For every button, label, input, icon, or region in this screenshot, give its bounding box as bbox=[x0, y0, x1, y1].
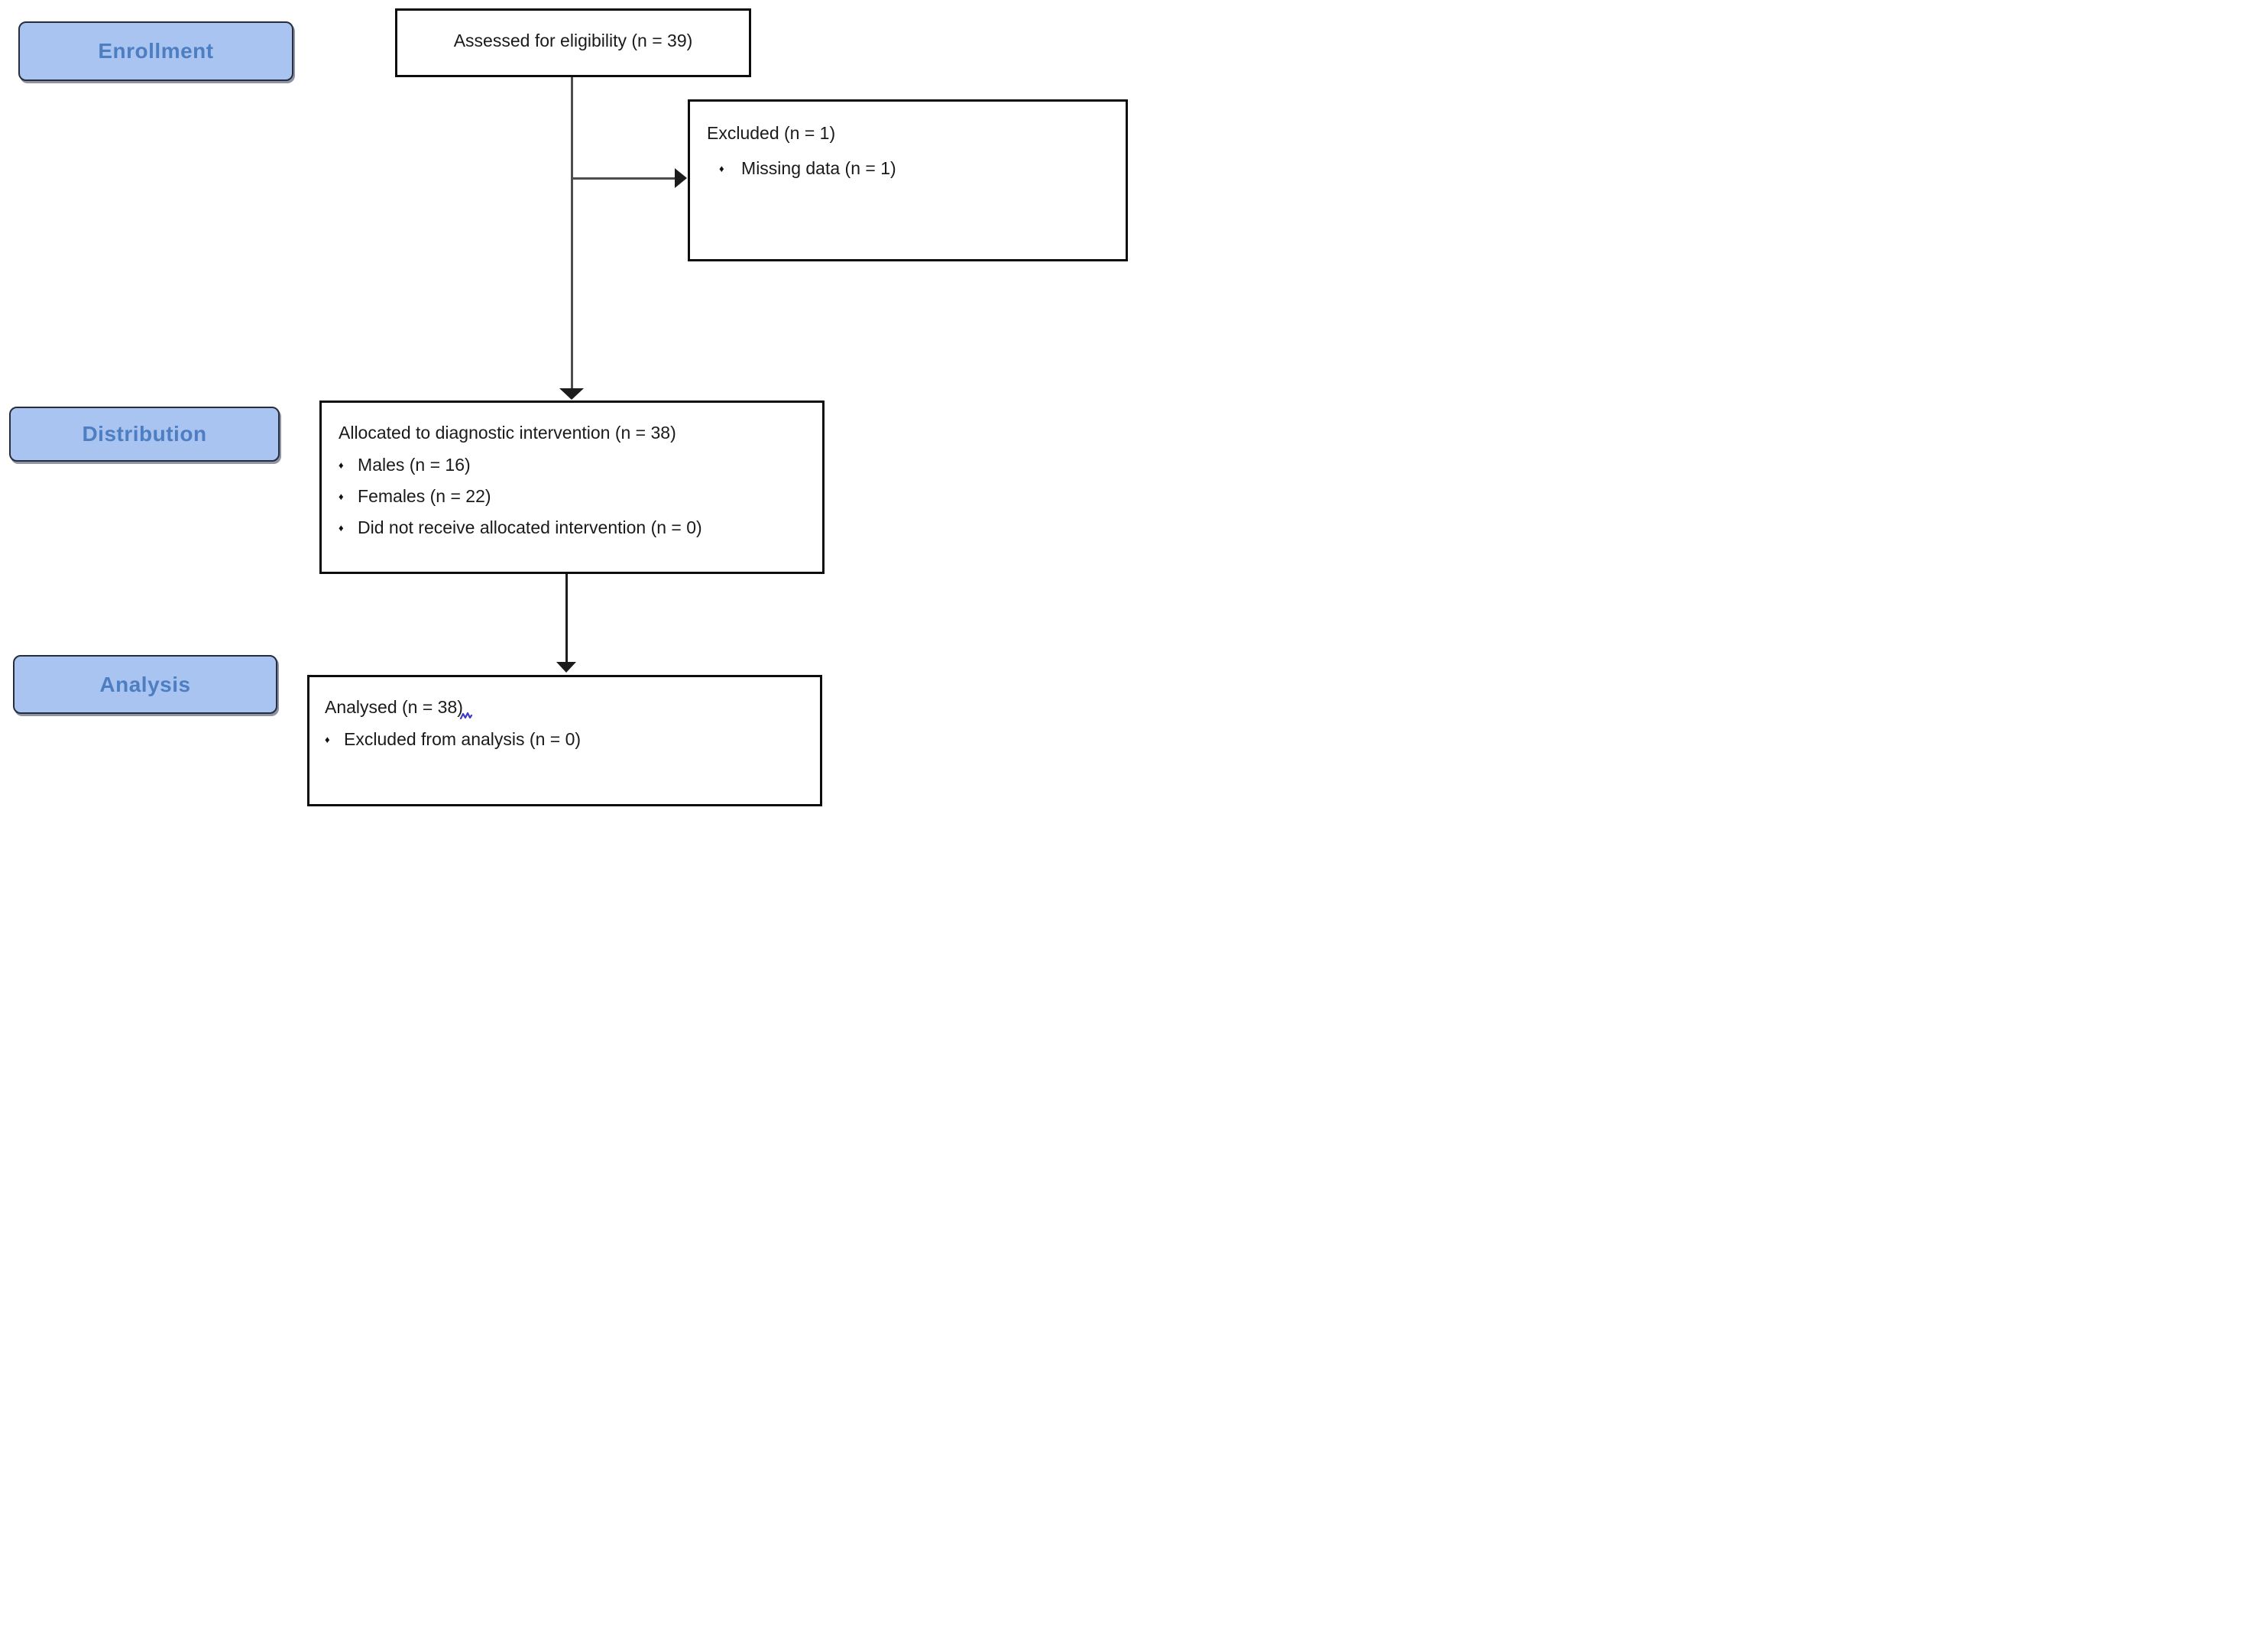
arrow-branch-to-excluded-line bbox=[572, 177, 676, 180]
node-excluded: Excluded (n = 1) ♦ Missing data (n = 1) bbox=[688, 99, 1128, 261]
arrowhead-down-icon bbox=[559, 388, 584, 400]
analysed-title-text: Analysed (n = 38) bbox=[325, 697, 463, 717]
diamond-bullet-icon: ♦ bbox=[339, 491, 344, 502]
arrowhead-down-icon bbox=[556, 662, 576, 673]
bullet-item: ♦ Missing data (n = 1) bbox=[719, 153, 1112, 184]
stage-label-enrollment-text: Enrollment bbox=[98, 39, 214, 63]
bullet-text: Missing data (n = 1) bbox=[741, 158, 896, 178]
stage-label-analysis: Analysis bbox=[13, 655, 277, 714]
diamond-bullet-icon: ♦ bbox=[339, 459, 344, 471]
diamond-bullet-icon: ♦ bbox=[719, 163, 724, 174]
arrow-assessed-to-allocated-line bbox=[571, 77, 573, 389]
bullet-item: ♦ Did not receive allocated intervention… bbox=[339, 512, 812, 543]
assessed-title: Assessed for eligibility (n = 39) bbox=[453, 30, 693, 50]
excluded-bullet-list: ♦ Missing data (n = 1) bbox=[707, 153, 1112, 184]
analysed-title: Analysed (n = 38) bbox=[325, 697, 809, 720]
excluded-title: Excluded (n = 1) bbox=[707, 123, 836, 143]
arrowhead-right-icon bbox=[675, 168, 687, 188]
bullet-item: ♦ Males (n = 16) bbox=[339, 449, 812, 481]
stage-label-analysis-text: Analysis bbox=[99, 672, 191, 696]
diamond-bullet-icon: ♦ bbox=[325, 734, 330, 745]
allocated-title: Allocated to diagnostic intervention (n … bbox=[339, 423, 676, 443]
bullet-text: Did not receive allocated intervention (… bbox=[358, 517, 702, 537]
bullet-text: Excluded from analysis (n = 0) bbox=[344, 729, 582, 749]
analysed-bullet-list: ♦ Excluded from analysis (n = 0) bbox=[325, 724, 809, 755]
blue-squiggle-artifact bbox=[459, 704, 474, 725]
diamond-bullet-icon: ♦ bbox=[339, 522, 344, 533]
stage-label-enrollment: Enrollment bbox=[18, 21, 293, 81]
node-analysed: Analysed (n = 38) ♦ Excluded from analys… bbox=[307, 675, 822, 806]
bullet-item: ♦ Excluded from analysis (n = 0) bbox=[325, 724, 809, 755]
stage-label-distribution-text: Distribution bbox=[82, 422, 207, 446]
stage-label-distribution: Distribution bbox=[9, 407, 280, 462]
bullet-text: Females (n = 22) bbox=[358, 486, 491, 506]
node-allocated: Allocated to diagnostic intervention (n … bbox=[319, 401, 825, 574]
consort-diagram: Enrollment Distribution Analysis Assesse… bbox=[0, 0, 1134, 814]
bullet-item: ♦ Females (n = 22) bbox=[339, 481, 812, 512]
allocated-bullet-list: ♦ Males (n = 16) ♦ Females (n = 22) ♦ Di… bbox=[339, 449, 812, 543]
bullet-text: Males (n = 16) bbox=[358, 455, 471, 475]
arrow-allocated-to-analysed-line bbox=[565, 574, 568, 662]
node-assessed-for-eligibility: Assessed for eligibility (n = 39) bbox=[395, 8, 751, 77]
